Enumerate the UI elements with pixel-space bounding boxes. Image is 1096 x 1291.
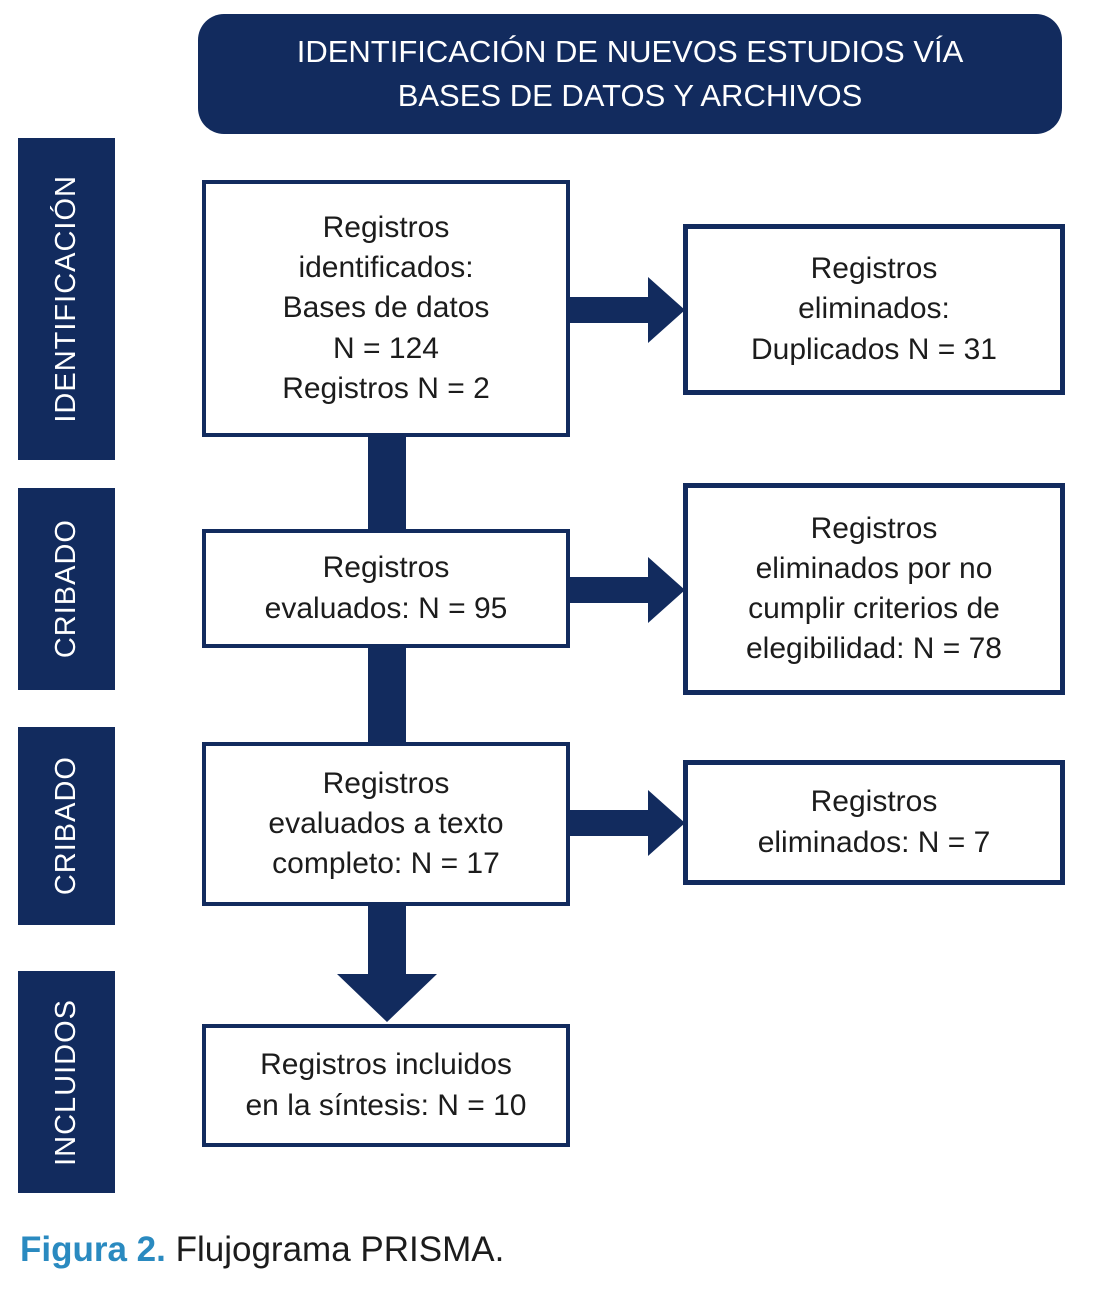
flow-box-text: Registros identificados: Bases de datos … (282, 211, 490, 405)
figure-caption: Figura 2. Flujograma PRISMA. (20, 1230, 504, 1270)
flow-box-text: Registros evaluados a texto completo: N … (268, 766, 504, 881)
down-arrow-stem (368, 904, 406, 976)
side-box-eliminados: Registros eliminados: N = 7 (683, 760, 1065, 885)
stage-label-text: CRIBADO (50, 519, 82, 659)
flow-box-text: Registros incluidos en la síntesis: N = … (245, 1048, 527, 1122)
right-arrow-stem-2 (568, 577, 650, 603)
flow-box-text: Registros eliminados: Duplicados N = 31 (751, 252, 997, 366)
flow-box-text: Registros eliminados por no cumplir crit… (745, 511, 1002, 666)
diagram-title: IDENTIFICACIÓN DE NUEVOS ESTUDIOS VÍA BA… (296, 33, 964, 113)
right-arrow-icon-3 (648, 790, 685, 856)
right-arrow-stem-3 (568, 810, 650, 836)
stage-label-cribado-1: CRIBADO (18, 488, 115, 690)
vertical-connector-2 (368, 646, 406, 744)
right-arrow-stem-1 (568, 297, 650, 323)
vertical-connector-1 (368, 435, 406, 531)
down-arrow-icon (337, 974, 437, 1022)
stage-label-identificacion: IDENTIFICACIÓN (18, 138, 115, 460)
flow-box-text: Registros evaluados: N = 95 (264, 551, 508, 625)
figure-caption-text: Flujograma PRISMA. (165, 1230, 505, 1269)
right-arrow-icon-1 (648, 277, 685, 343)
side-box-eliminados-duplicados: Registros eliminados: Duplicados N = 31 (683, 224, 1065, 395)
stage-label-text: IDENTIFICACIÓN (50, 175, 82, 423)
flow-box-evaluados-texto-completo: Registros evaluados a texto completo: N … (202, 742, 570, 906)
flow-box-registros-evaluados: Registros evaluados: N = 95 (202, 529, 570, 648)
stage-label-incluidos: INCLUIDOS (18, 971, 115, 1193)
flow-box-text: Registros eliminados: N = 7 (757, 785, 991, 859)
flow-box-registros-identificados: Registros identificados: Bases de datos … (202, 180, 570, 437)
flow-box-registros-incluidos: Registros incluidos en la síntesis: N = … (202, 1024, 570, 1147)
stage-label-cribado-2: CRIBADO (18, 727, 115, 925)
right-arrow-icon-2 (648, 557, 685, 623)
diagram-header-banner: IDENTIFICACIÓN DE NUEVOS ESTUDIOS VÍA BA… (198, 14, 1062, 134)
figure-caption-label: Figura 2. (20, 1230, 166, 1269)
stage-label-text: CRIBADO (50, 756, 82, 896)
stage-label-text: INCLUIDOS (50, 998, 82, 1166)
side-box-eliminados-elegibilidad: Registros eliminados por no cumplir crit… (683, 483, 1065, 695)
